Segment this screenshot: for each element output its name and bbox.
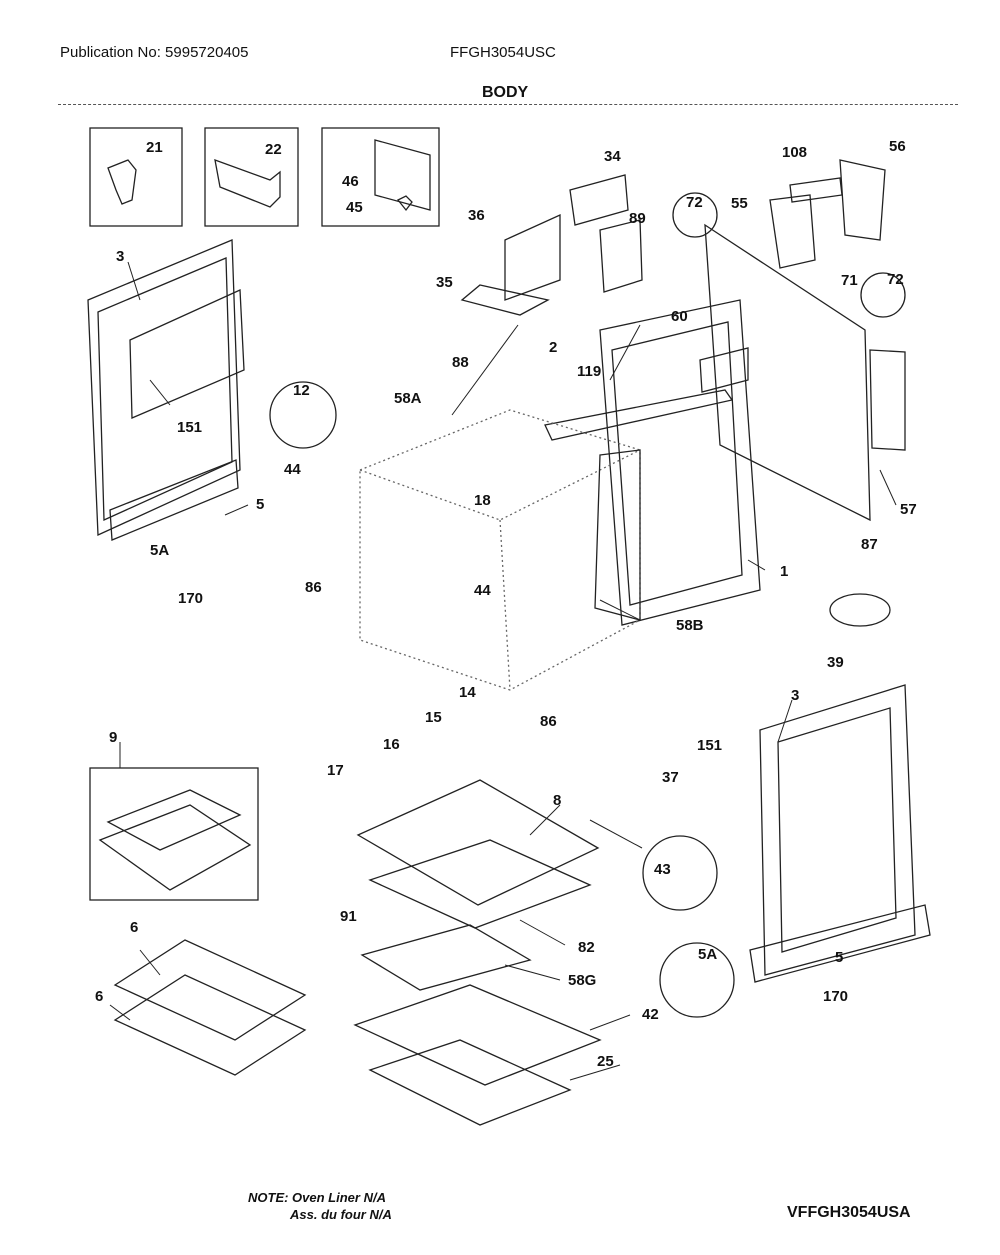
part-label-57: 57: [900, 501, 917, 518]
part-label-56: 56: [889, 138, 906, 155]
part-label-39: 39: [827, 654, 844, 671]
part-label-45: 45: [346, 199, 363, 216]
left-side-panel: [87, 239, 245, 541]
part-label-43: 43: [654, 861, 671, 878]
part-label-170-left: 170: [178, 590, 204, 607]
diagram-code: VFFGH3054USA: [787, 1204, 911, 1221]
callout-5A: [659, 942, 735, 1018]
back-panel: [599, 299, 761, 626]
inset-part-21: [89, 127, 183, 227]
part-label-5A-right: 5A: [698, 946, 718, 963]
part-label-82: 82: [578, 939, 595, 956]
leader-lines: [109, 261, 897, 1081]
part-label-87: 87: [861, 536, 878, 553]
part-label-58G: 58G: [568, 972, 597, 989]
part-label-12: 12: [293, 382, 310, 399]
part-label-151-right: 151: [697, 737, 723, 754]
rear-panel: [704, 223, 906, 522]
part-label-86-b: 86: [540, 713, 557, 730]
burner: [829, 593, 891, 627]
part-label-15: 15: [425, 709, 442, 726]
header-divider: [58, 104, 958, 105]
part-label-44-a: 44: [284, 461, 301, 478]
part-label-60: 60: [671, 308, 688, 325]
part-label-25: 25: [597, 1053, 614, 1070]
part-label-8: 8: [553, 792, 562, 809]
oven-racks: [113, 939, 307, 1076]
part-label-5A-left: 5A: [150, 542, 170, 559]
part-label-91: 91: [340, 908, 357, 925]
part-label-35: 35: [436, 274, 453, 291]
brace-bar: [544, 389, 734, 441]
cavity-side-insulation: [594, 449, 641, 621]
part-label-88: 88: [452, 354, 469, 371]
oven-liner-note-fr: Ass. du four N/A: [290, 1207, 392, 1222]
part-label-9: 9: [109, 729, 118, 746]
part-label-89: 89: [629, 210, 646, 227]
oven-liner-note: NOTE: Oven Liner N/A: [248, 1190, 386, 1205]
part-label-58A: 58A: [394, 390, 422, 407]
callout-43: [642, 835, 718, 911]
part-label-72-a: 72: [686, 194, 703, 211]
part-label-22: 22: [265, 141, 282, 158]
right-side-panel: [749, 684, 931, 983]
part-label-42: 42: [642, 1006, 659, 1023]
part-label-55: 55: [731, 195, 748, 212]
part-label-34: 34: [604, 148, 621, 165]
part-label-170-right: 170: [823, 988, 849, 1005]
part-label-71: 71: [841, 272, 858, 289]
part-label-46: 46: [342, 173, 359, 190]
part-label-18: 18: [474, 492, 491, 509]
part-label-2: 2: [549, 339, 558, 356]
part-label-14: 14: [459, 684, 476, 701]
part-label-3-right: 3: [791, 687, 800, 704]
oven-cavity: [359, 409, 641, 691]
part-label-1: 1: [780, 563, 789, 580]
vent-assembly: [460, 174, 643, 316]
part-label-5-left: 5: [256, 496, 265, 513]
model-number: FFGH3054USC: [450, 44, 556, 61]
inset-broiler-pan: [89, 767, 259, 901]
part-label-108: 108: [782, 144, 808, 161]
inset-part-22: [204, 127, 299, 227]
part-label-86-a: 86: [305, 579, 322, 596]
part-label-119: 119: [577, 363, 602, 380]
top-right-brackets: [769, 159, 886, 269]
bottom-assembly: [353, 779, 602, 1126]
callout-72-a: [672, 192, 718, 238]
part-label-72-b: 72: [887, 271, 904, 288]
part-label-17: 17: [327, 762, 344, 779]
part-label-58B: 58B: [676, 617, 704, 634]
part-label-5-right: 5: [835, 949, 844, 966]
callout-72-b: [860, 272, 906, 318]
publication-number: Publication No: 5995720405: [60, 44, 249, 61]
part-label-21: 21: [146, 139, 163, 156]
part-label-16: 16: [383, 736, 400, 753]
part-label-3-left: 3: [116, 248, 125, 265]
part-label-6-bottom: 6: [95, 988, 104, 1005]
callout-12: [269, 381, 337, 449]
part-label-37: 37: [662, 769, 679, 786]
part-label-44-b: 44: [474, 582, 491, 599]
section-title: BODY: [482, 84, 529, 101]
part-label-36: 36: [468, 207, 485, 224]
part-label-151-left: 151: [177, 419, 203, 436]
inset-part-45-46: [321, 127, 440, 227]
part-label-6-top: 6: [130, 919, 139, 936]
